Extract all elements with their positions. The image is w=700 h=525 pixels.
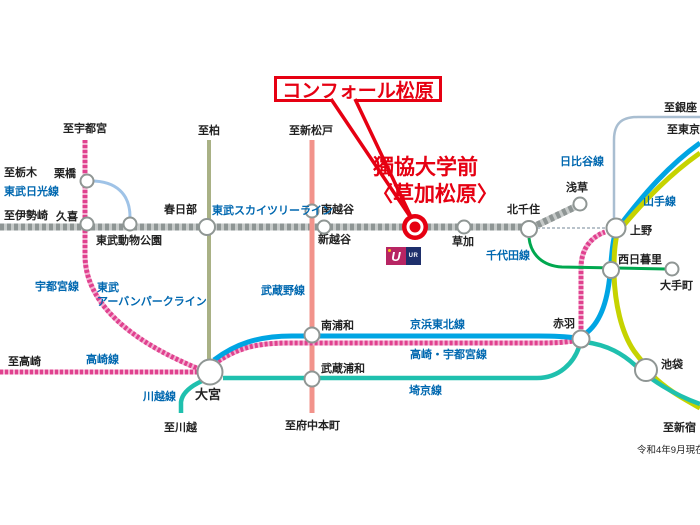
dest-to-shinjuku: 至新宿 bbox=[663, 422, 696, 434]
label-asakusa: 浅草 bbox=[566, 182, 588, 194]
label-soka: 草加 bbox=[452, 236, 474, 248]
dest-to-tochigi: 至栃木 bbox=[4, 167, 37, 179]
ur-logo-u-icon: U bbox=[386, 247, 406, 265]
station-musashi-urawa bbox=[303, 370, 321, 388]
label-line-kawagoe: 川越線 bbox=[143, 391, 176, 403]
station-tobu-dobutsu-koen bbox=[122, 216, 138, 232]
station-shin-koshigaya bbox=[316, 219, 332, 235]
label-minami-koshigaya: 南越谷 bbox=[321, 204, 354, 216]
label-minami-urawa: 南浦和 bbox=[321, 320, 354, 332]
ur-logo: U UR bbox=[386, 247, 421, 265]
label-line-saikyo: 埼京線 bbox=[409, 385, 442, 397]
label-line-takasaki-utsunomiya: 高崎・宇都宮線 bbox=[410, 349, 487, 361]
dest-to-takasaki: 至高崎 bbox=[8, 356, 41, 368]
ur-logo-ur-text: UR bbox=[406, 247, 421, 265]
station-kita-senju bbox=[520, 220, 538, 238]
label-kita-senju: 北千住 bbox=[507, 204, 540, 216]
line-hibiya bbox=[612, 115, 700, 219]
label-line-tobu-skytree: 東武スカイツリーライン bbox=[212, 205, 333, 217]
dest-to-kashiwa: 至柏 bbox=[198, 125, 220, 137]
label-otemachi: 大手町 bbox=[660, 280, 693, 292]
label-line-chiyoda: 千代田線 bbox=[486, 250, 530, 262]
highlight-station-name-line1: 獨協大学前 bbox=[373, 156, 478, 179]
label-line-takasaki: 高崎線 bbox=[86, 354, 119, 366]
dest-to-fuchu-hommachi: 至府中本町 bbox=[285, 420, 340, 432]
station-ikebukuro bbox=[634, 358, 658, 382]
station-markers bbox=[79, 173, 680, 388]
label-line-yamanote: 山手線 bbox=[643, 196, 676, 208]
label-akabane: 赤羽 bbox=[553, 318, 575, 330]
label-shin-koshigaya: 新越谷 bbox=[318, 234, 351, 246]
label-musashi-urawa: 武蔵浦和 bbox=[321, 363, 365, 375]
line-tobu-nikko bbox=[90, 179, 132, 218]
station-otemachi bbox=[664, 261, 680, 277]
label-ikebukuro: 池袋 bbox=[661, 359, 683, 371]
station-minami-urawa bbox=[303, 326, 321, 344]
label-line-keihin-tohoku: 京浜東北線 bbox=[410, 319, 465, 331]
dest-to-isesaki: 至伊勢崎 bbox=[4, 210, 48, 222]
label-line-hibiya: 日比谷線 bbox=[560, 156, 604, 168]
station-kuki bbox=[79, 216, 95, 232]
dest-to-kawagoe: 至川越 bbox=[164, 422, 197, 434]
line-chiyoda bbox=[527, 237, 667, 271]
label-line-tobu-nikko: 東武日光線 bbox=[4, 186, 59, 198]
dest-to-ginza: 至銀座 bbox=[664, 102, 697, 114]
label-omiya: 大宮 bbox=[195, 387, 222, 402]
station-akabane bbox=[571, 329, 591, 349]
callout-box bbox=[274, 76, 442, 102]
dest-to-shin-matsudo: 至新松戸 bbox=[289, 125, 333, 137]
label-tobu-dobutsu-koen: 東武動物公園 bbox=[96, 235, 162, 247]
callout-title: コンフォール松原 bbox=[282, 80, 434, 102]
label-line-musashino: 武蔵野線 bbox=[261, 285, 305, 297]
station-ueno bbox=[605, 217, 627, 239]
label-line-tobu-urban-park-1: 東武 bbox=[97, 282, 119, 294]
label-kuki: 久喜 bbox=[56, 211, 78, 223]
label-line-utsunomiya: 宇都宮線 bbox=[35, 281, 79, 293]
highlight-station-marker bbox=[402, 214, 428, 240]
date-note: 令和4年9月現在 bbox=[637, 445, 700, 456]
label-kurihashi: 栗橋 bbox=[54, 168, 76, 180]
station-soka bbox=[456, 219, 472, 235]
highlight-station-name-line2: 〈草加松原〉 bbox=[372, 183, 498, 206]
station-asakusa bbox=[572, 196, 588, 212]
station-minami-koshigaya bbox=[304, 203, 320, 219]
station-kasukabe bbox=[198, 218, 216, 236]
station-omiya bbox=[196, 358, 224, 386]
label-kasukabe: 春日部 bbox=[164, 204, 197, 216]
label-ueno: 上野 bbox=[630, 225, 652, 237]
station-kurihashi bbox=[79, 173, 95, 189]
station-nishi-nippori bbox=[602, 261, 620, 279]
dest-to-utsunomiya: 至宇都宮 bbox=[63, 123, 107, 135]
dest-to-tokyo: 至東京 bbox=[667, 124, 700, 136]
label-line-tobu-urban-park-2: アーバンパークライン bbox=[97, 296, 207, 308]
label-nishi-nippori: 西日暮里 bbox=[618, 254, 662, 266]
